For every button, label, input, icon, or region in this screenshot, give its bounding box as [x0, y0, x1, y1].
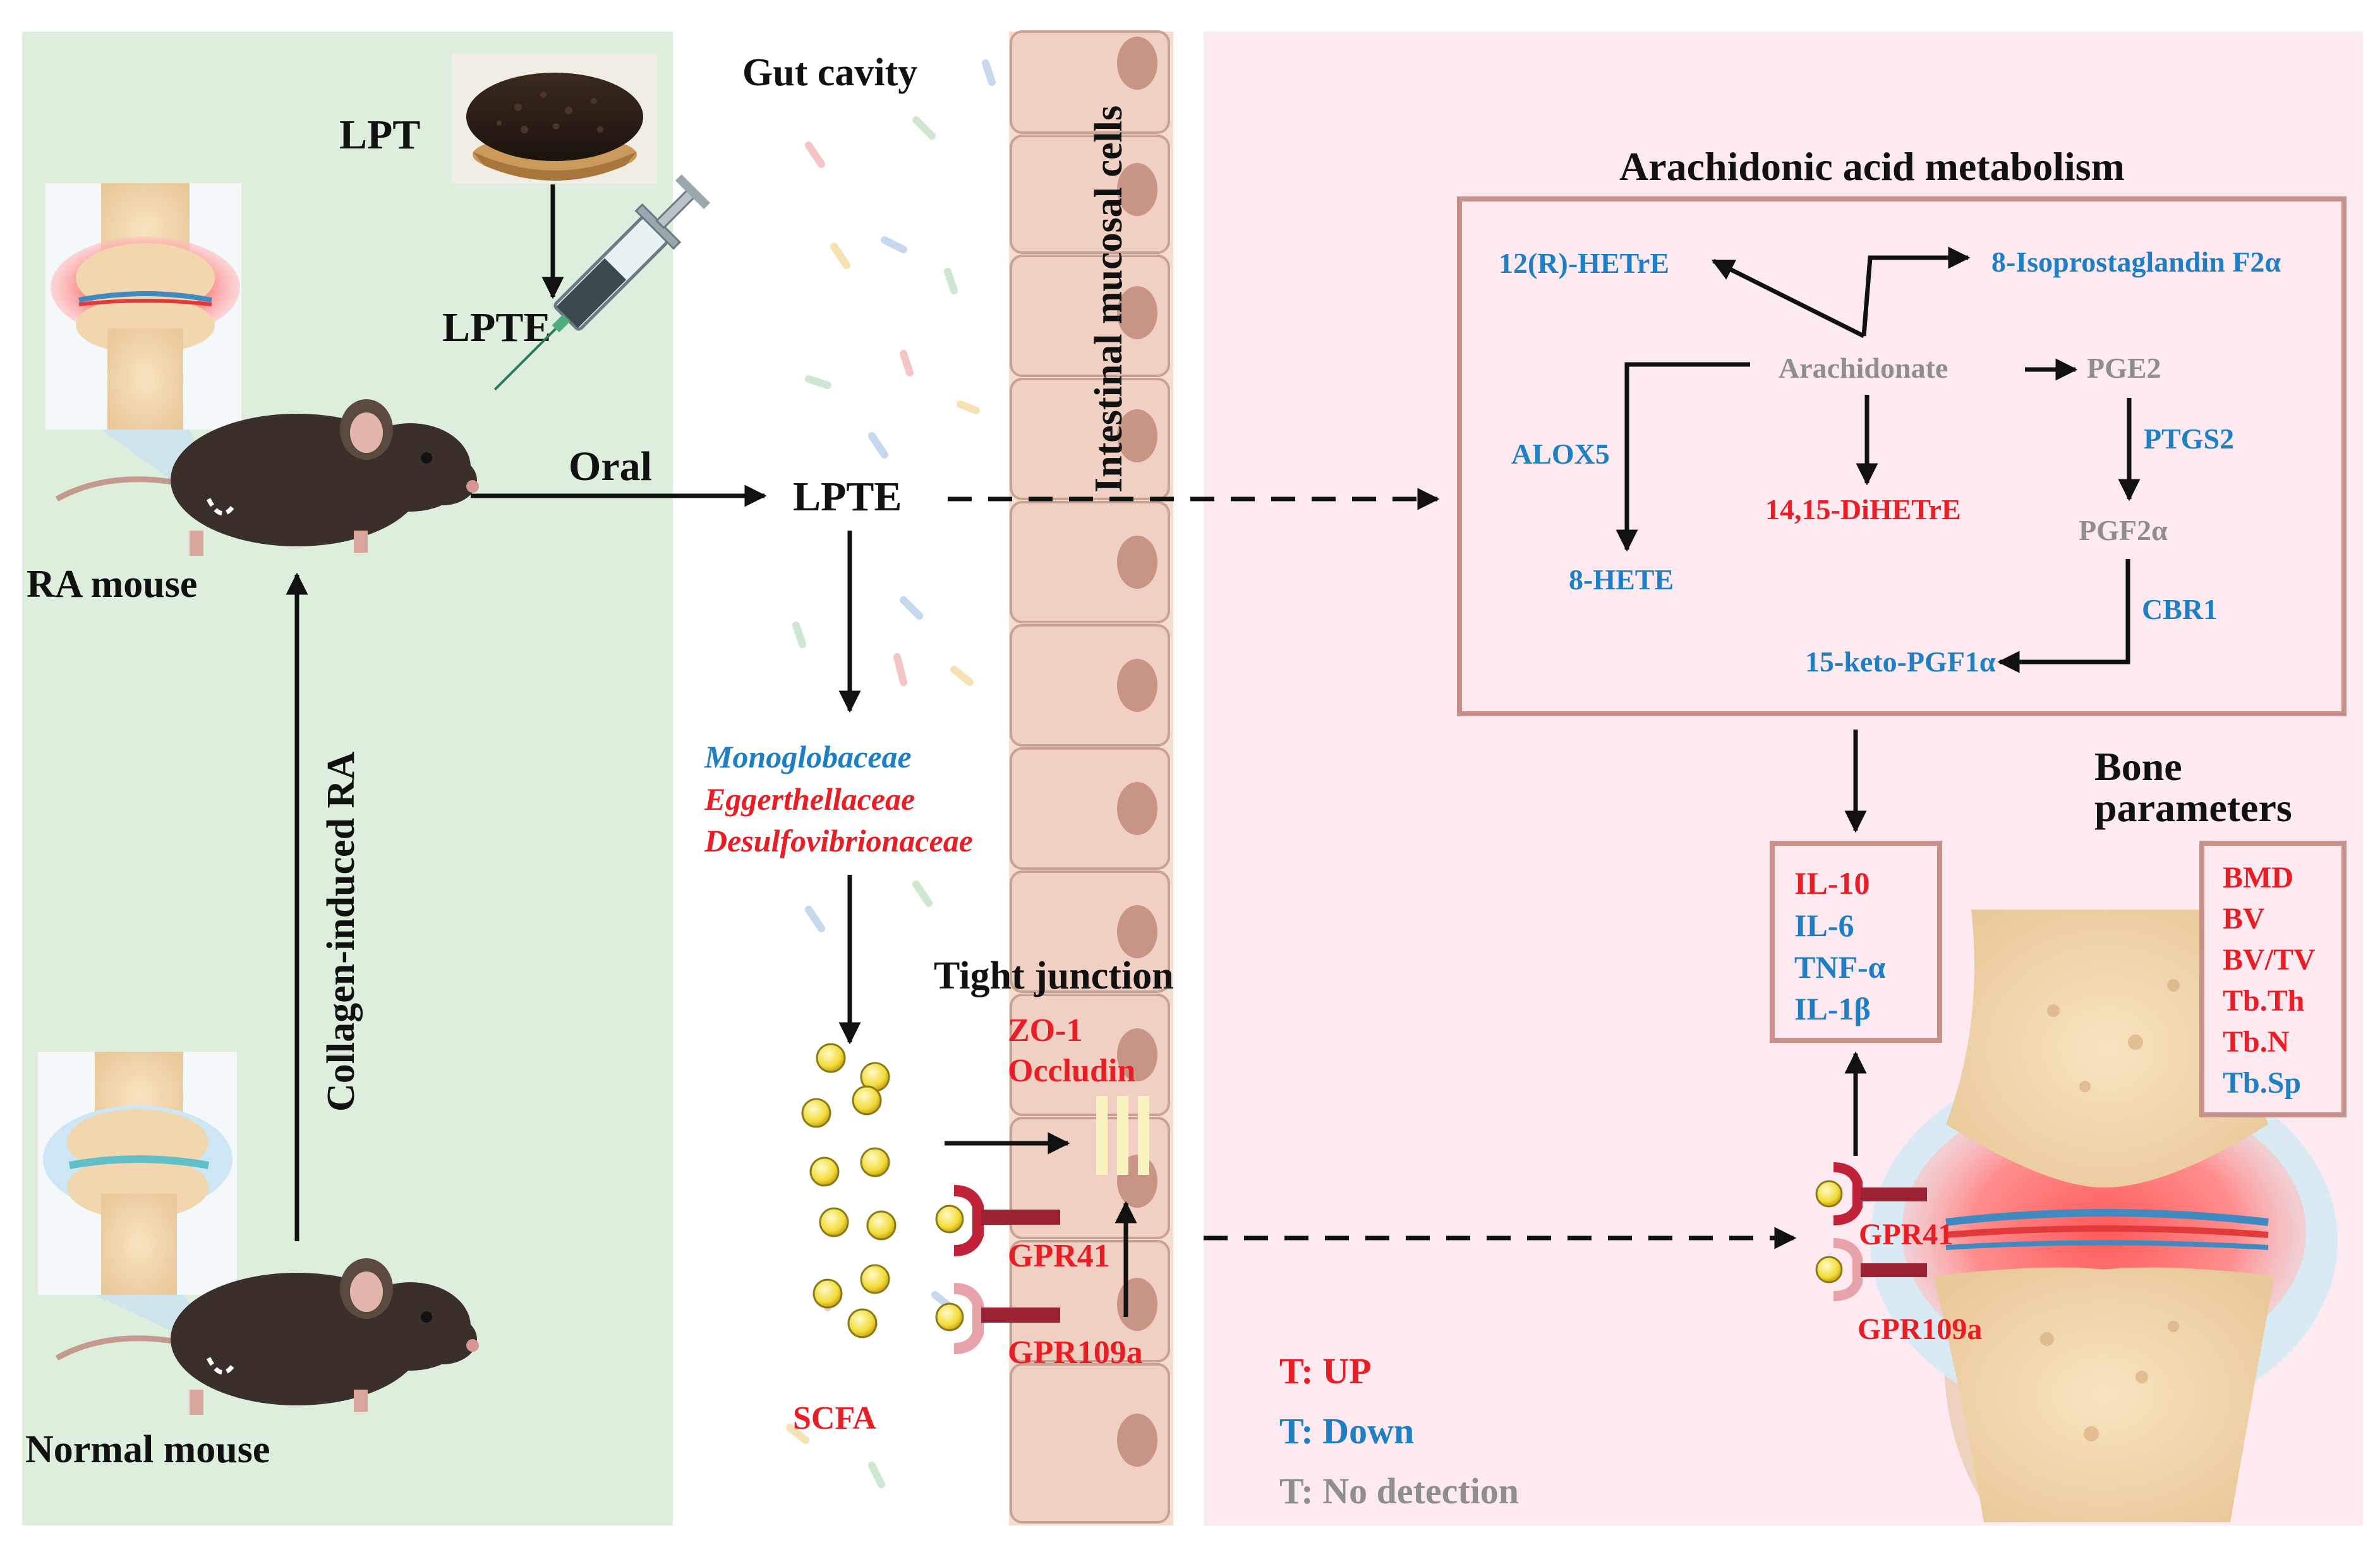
bone-tb-n: Tb.N: [2223, 1025, 2290, 1059]
bone-tb-sp: Tb.Sp: [2223, 1066, 2301, 1100]
scfa-particles: [801, 1043, 897, 1338]
lpt-label: LPT: [339, 112, 420, 158]
aa-pathway-arrows: [1616, 246, 2141, 673]
intestinal-cells-label: Intestinal mucosal cells: [1087, 105, 1130, 493]
cytokine-tnfa: TNF-α: [1794, 949, 1886, 985]
ra-knee-image: [45, 183, 241, 430]
ra-mouse-label: RA mouse: [27, 563, 197, 606]
zo1-label: ZO-1: [1008, 1013, 1082, 1049]
bacteria-eggerthellaceae: Eggerthellaceae: [704, 781, 915, 817]
legend-no-detection: T: No detection: [1279, 1470, 1519, 1512]
bacteria-monoglobaceae: Monoglobaceae: [704, 739, 912, 774]
normal-knee-image: [38, 1052, 237, 1295]
occludin-label: Occludin: [1008, 1053, 1135, 1089]
aa-pgf2a: PGF2α: [2079, 514, 2168, 546]
lpte-label-left: LPTE: [442, 304, 551, 351]
bacteria-desulfovibrionaceae: Desulfovibrionaceae: [704, 823, 973, 858]
ra-mouse-image: [55, 399, 479, 556]
gpr41-receptor-joint: [1815, 1162, 1927, 1225]
aa-arachidonate: Arachidonate: [1779, 352, 1948, 384]
gut-cavity-label: Gut cavity: [742, 51, 917, 94]
ra-joint-image: [1870, 910, 2338, 1522]
syringe-icon: [493, 174, 711, 391]
intestinal-cells: [1009, 30, 1173, 1525]
scfa-label: SCFA: [793, 1400, 876, 1436]
aa-alox5: ALOX5: [1511, 438, 1610, 470]
cytokine-il6: IL-6: [1794, 908, 1854, 943]
cytokine-box: [1770, 841, 1942, 1043]
lpte-label-gut: LPTE: [793, 474, 902, 520]
legend-up: T: UP: [1279, 1350, 1372, 1392]
legend-down: T: Down: [1279, 1410, 1414, 1452]
gpr109a-receptor-gut: [935, 1283, 1060, 1354]
bone-tb-th: Tb.Th: [2223, 984, 2304, 1018]
bone-title-line2: parameters: [2094, 785, 2292, 830]
normal-mouse-image: [55, 1258, 479, 1415]
aa-15-keto: 15-keto-PGF1α: [1805, 646, 1996, 678]
collagen-label: Collagen-induced RA: [320, 752, 363, 1112]
bone-bmd: BMD: [2223, 861, 2293, 894]
tea-leaves-image: [452, 54, 657, 183]
aa-8-hete: 8-HETE: [1569, 563, 1674, 596]
bone-title-line1: Bone: [2094, 744, 2182, 789]
cytokine-il1b: IL-1β: [1794, 991, 1871, 1026]
oral-label: Oral: [569, 443, 652, 490]
aa-ptgs2: PTGS2: [2144, 423, 2234, 455]
bone-bv: BV: [2223, 902, 2265, 935]
bone-bv-tv: BV/TV: [2223, 943, 2316, 977]
gpr41-label-joint: GPR41: [1859, 1218, 1953, 1251]
aa-dihetre: 14,15-DiHETrE: [1765, 493, 1961, 526]
tight-junction-bars: [1096, 1096, 1149, 1175]
tight-junction-label: Tight junction: [934, 954, 1174, 997]
aa-pge2: PGE2: [2087, 352, 2161, 384]
gpr41-label-gut: GPR41: [1008, 1238, 1110, 1274]
aa-box: [1457, 196, 2347, 716]
gpr109a-label-gut: GPR109a: [1008, 1335, 1143, 1371]
gpr109a-receptor-joint: [1815, 1238, 1927, 1301]
gpr109a-label-joint: GPR109a: [1857, 1313, 1982, 1346]
aa-title: Arachidonic acid metabolism: [1619, 144, 2125, 189]
gpr41-receptor-gut: [935, 1185, 1060, 1256]
cytokine-il10: IL-10: [1794, 865, 1870, 901]
normal-mouse-label: Normal mouse: [25, 1428, 270, 1471]
aa-12r-hetre: 12(R)-HETrE: [1499, 247, 1669, 279]
aa-isoprostaglandin: 8-Isoprostaglandin F2α: [1991, 246, 2281, 278]
bone-param-box: [2199, 841, 2347, 1117]
aa-cbr1: CBR1: [2142, 593, 2218, 625]
